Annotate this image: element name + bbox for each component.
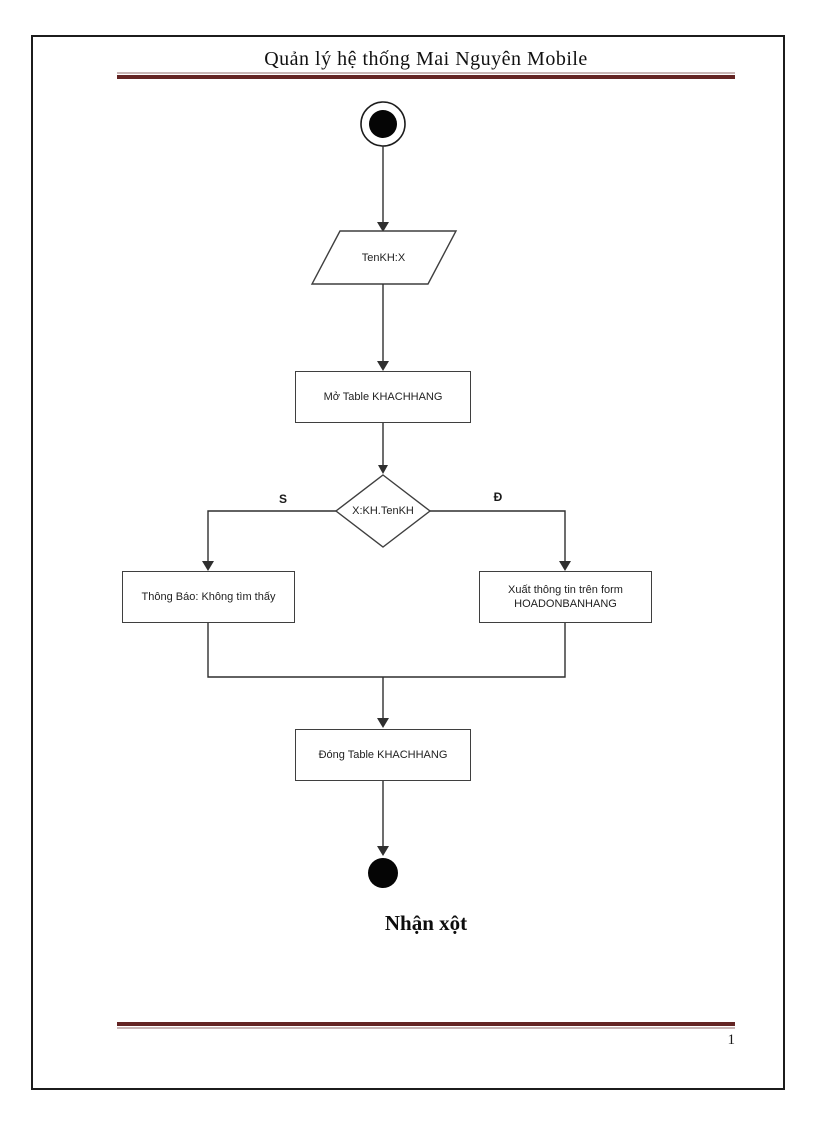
arrowhead-icon xyxy=(202,561,214,571)
branch-label-s: S xyxy=(278,492,287,506)
arrowhead-icon xyxy=(378,465,388,474)
input-node-label: TenKH:X xyxy=(361,251,406,264)
not-found-node[interactable]: Thông Báo: Không tìm thấy xyxy=(122,571,295,623)
output-node-label-line1: Xuất thông tin trên form xyxy=(508,584,623,596)
footer-rule-light-line xyxy=(117,1027,735,1029)
edge-decision-to-output[interactable] xyxy=(430,510,566,563)
edge-decision-to-notfound[interactable] xyxy=(207,510,336,563)
input-parallelogram[interactable] xyxy=(310,230,458,285)
close-table-node[interactable]: Đóng Table KHACHHANG xyxy=(295,729,471,781)
section-caption: Nhận xột xyxy=(384,911,468,935)
header-title: Quản lý hệ thống Mai Nguyên Mobile xyxy=(264,48,588,70)
decision-diamond[interactable] xyxy=(334,474,432,548)
header-rule xyxy=(117,72,735,80)
header-rule-dark-line xyxy=(117,75,735,79)
arrowhead-icon xyxy=(377,718,389,728)
footer-rule-dark-line xyxy=(117,1022,735,1026)
footer-rule xyxy=(117,1022,735,1030)
output-node-label: Xuất thông tin trên form HOADONBANHANG xyxy=(508,583,623,611)
page-border xyxy=(31,35,785,1090)
decision-node-label-box[interactable]: X:KH.TenKH xyxy=(333,503,433,519)
end-node[interactable] xyxy=(368,858,398,888)
open-table-node[interactable]: Mở Table KHACHHANG xyxy=(295,371,471,423)
close-table-node-label: Đóng Table KHACHHANG xyxy=(318,749,448,761)
arrowhead-icon xyxy=(377,222,389,232)
open-table-node-label: Mở Table KHACHHANG xyxy=(323,391,443,403)
arrowhead-icon xyxy=(377,361,389,371)
arrowhead-icon xyxy=(559,561,571,571)
decision-node-label: X:KH.TenKH xyxy=(352,505,414,517)
page-number: 1 xyxy=(727,1032,736,1048)
output-node[interactable]: Xuất thông tin trên form HOADONBANHANG xyxy=(479,571,652,623)
edge-merge[interactable] xyxy=(207,623,566,678)
not-found-node-label: Thông Báo: Không tìm thấy xyxy=(141,591,276,603)
output-node-label-line2: HOADONBANHANG xyxy=(514,598,617,610)
header-rule-light-line xyxy=(117,72,735,74)
arrowhead-icon xyxy=(377,846,389,856)
start-node-dot[interactable] xyxy=(369,110,397,138)
branch-label-d: Đ xyxy=(493,490,503,504)
input-node[interactable]: TenKH:X xyxy=(312,231,455,284)
